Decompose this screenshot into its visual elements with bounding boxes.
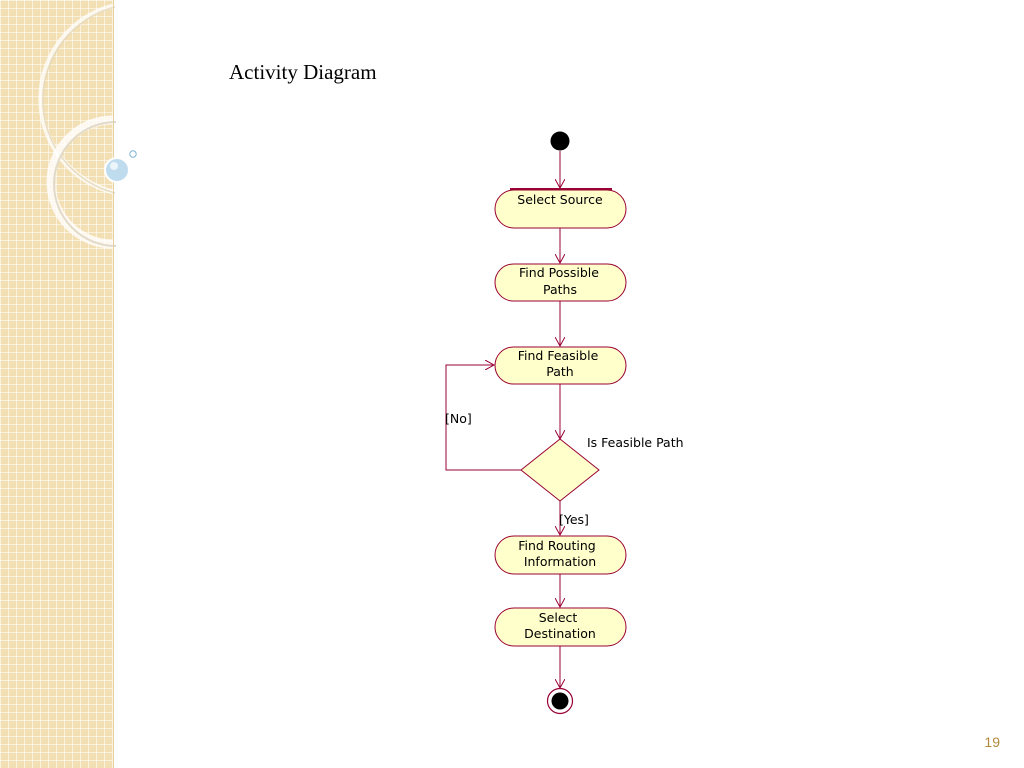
activity-select-source: Select Source bbox=[494, 189, 627, 229]
decorative-circles bbox=[38, 3, 137, 249]
activity-label: Find Routing bbox=[518, 538, 596, 553]
activity-select-destination: Select Destination bbox=[494, 607, 627, 647]
initial-node bbox=[550, 131, 570, 151]
activity-find-feasible-path: Find Feasible Path bbox=[494, 346, 627, 385]
activity-find-possible-paths: Find Possible Paths bbox=[494, 263, 627, 302]
activity-label: Select bbox=[539, 610, 578, 625]
side-decorative-panel bbox=[0, 0, 114, 768]
guard-no-label: [No] bbox=[445, 411, 472, 426]
slide-title: Activity Diagram bbox=[229, 60, 377, 84]
guard-yes-label: [Yes] bbox=[559, 512, 589, 527]
activity-label: Information bbox=[524, 554, 596, 569]
activity-label: Find Feasible bbox=[518, 348, 599, 363]
activity-label: Paths bbox=[543, 282, 577, 297]
activity-label: Find Possible bbox=[519, 265, 599, 280]
page-number: 19 bbox=[984, 734, 1000, 750]
decision-is-feasible-path: Is Feasible Path bbox=[520, 435, 684, 502]
activity-label: Destination bbox=[524, 626, 596, 641]
decision-label: Is Feasible Path bbox=[587, 435, 684, 450]
flow-edges bbox=[445, 151, 560, 688]
edge-decision-no-loop bbox=[445, 365, 521, 471]
activity-label: Path bbox=[546, 364, 573, 379]
activity-label: Select Source bbox=[517, 192, 603, 207]
final-node bbox=[546, 687, 574, 715]
activity-find-routing-information: Find Routing Information bbox=[494, 535, 627, 575]
